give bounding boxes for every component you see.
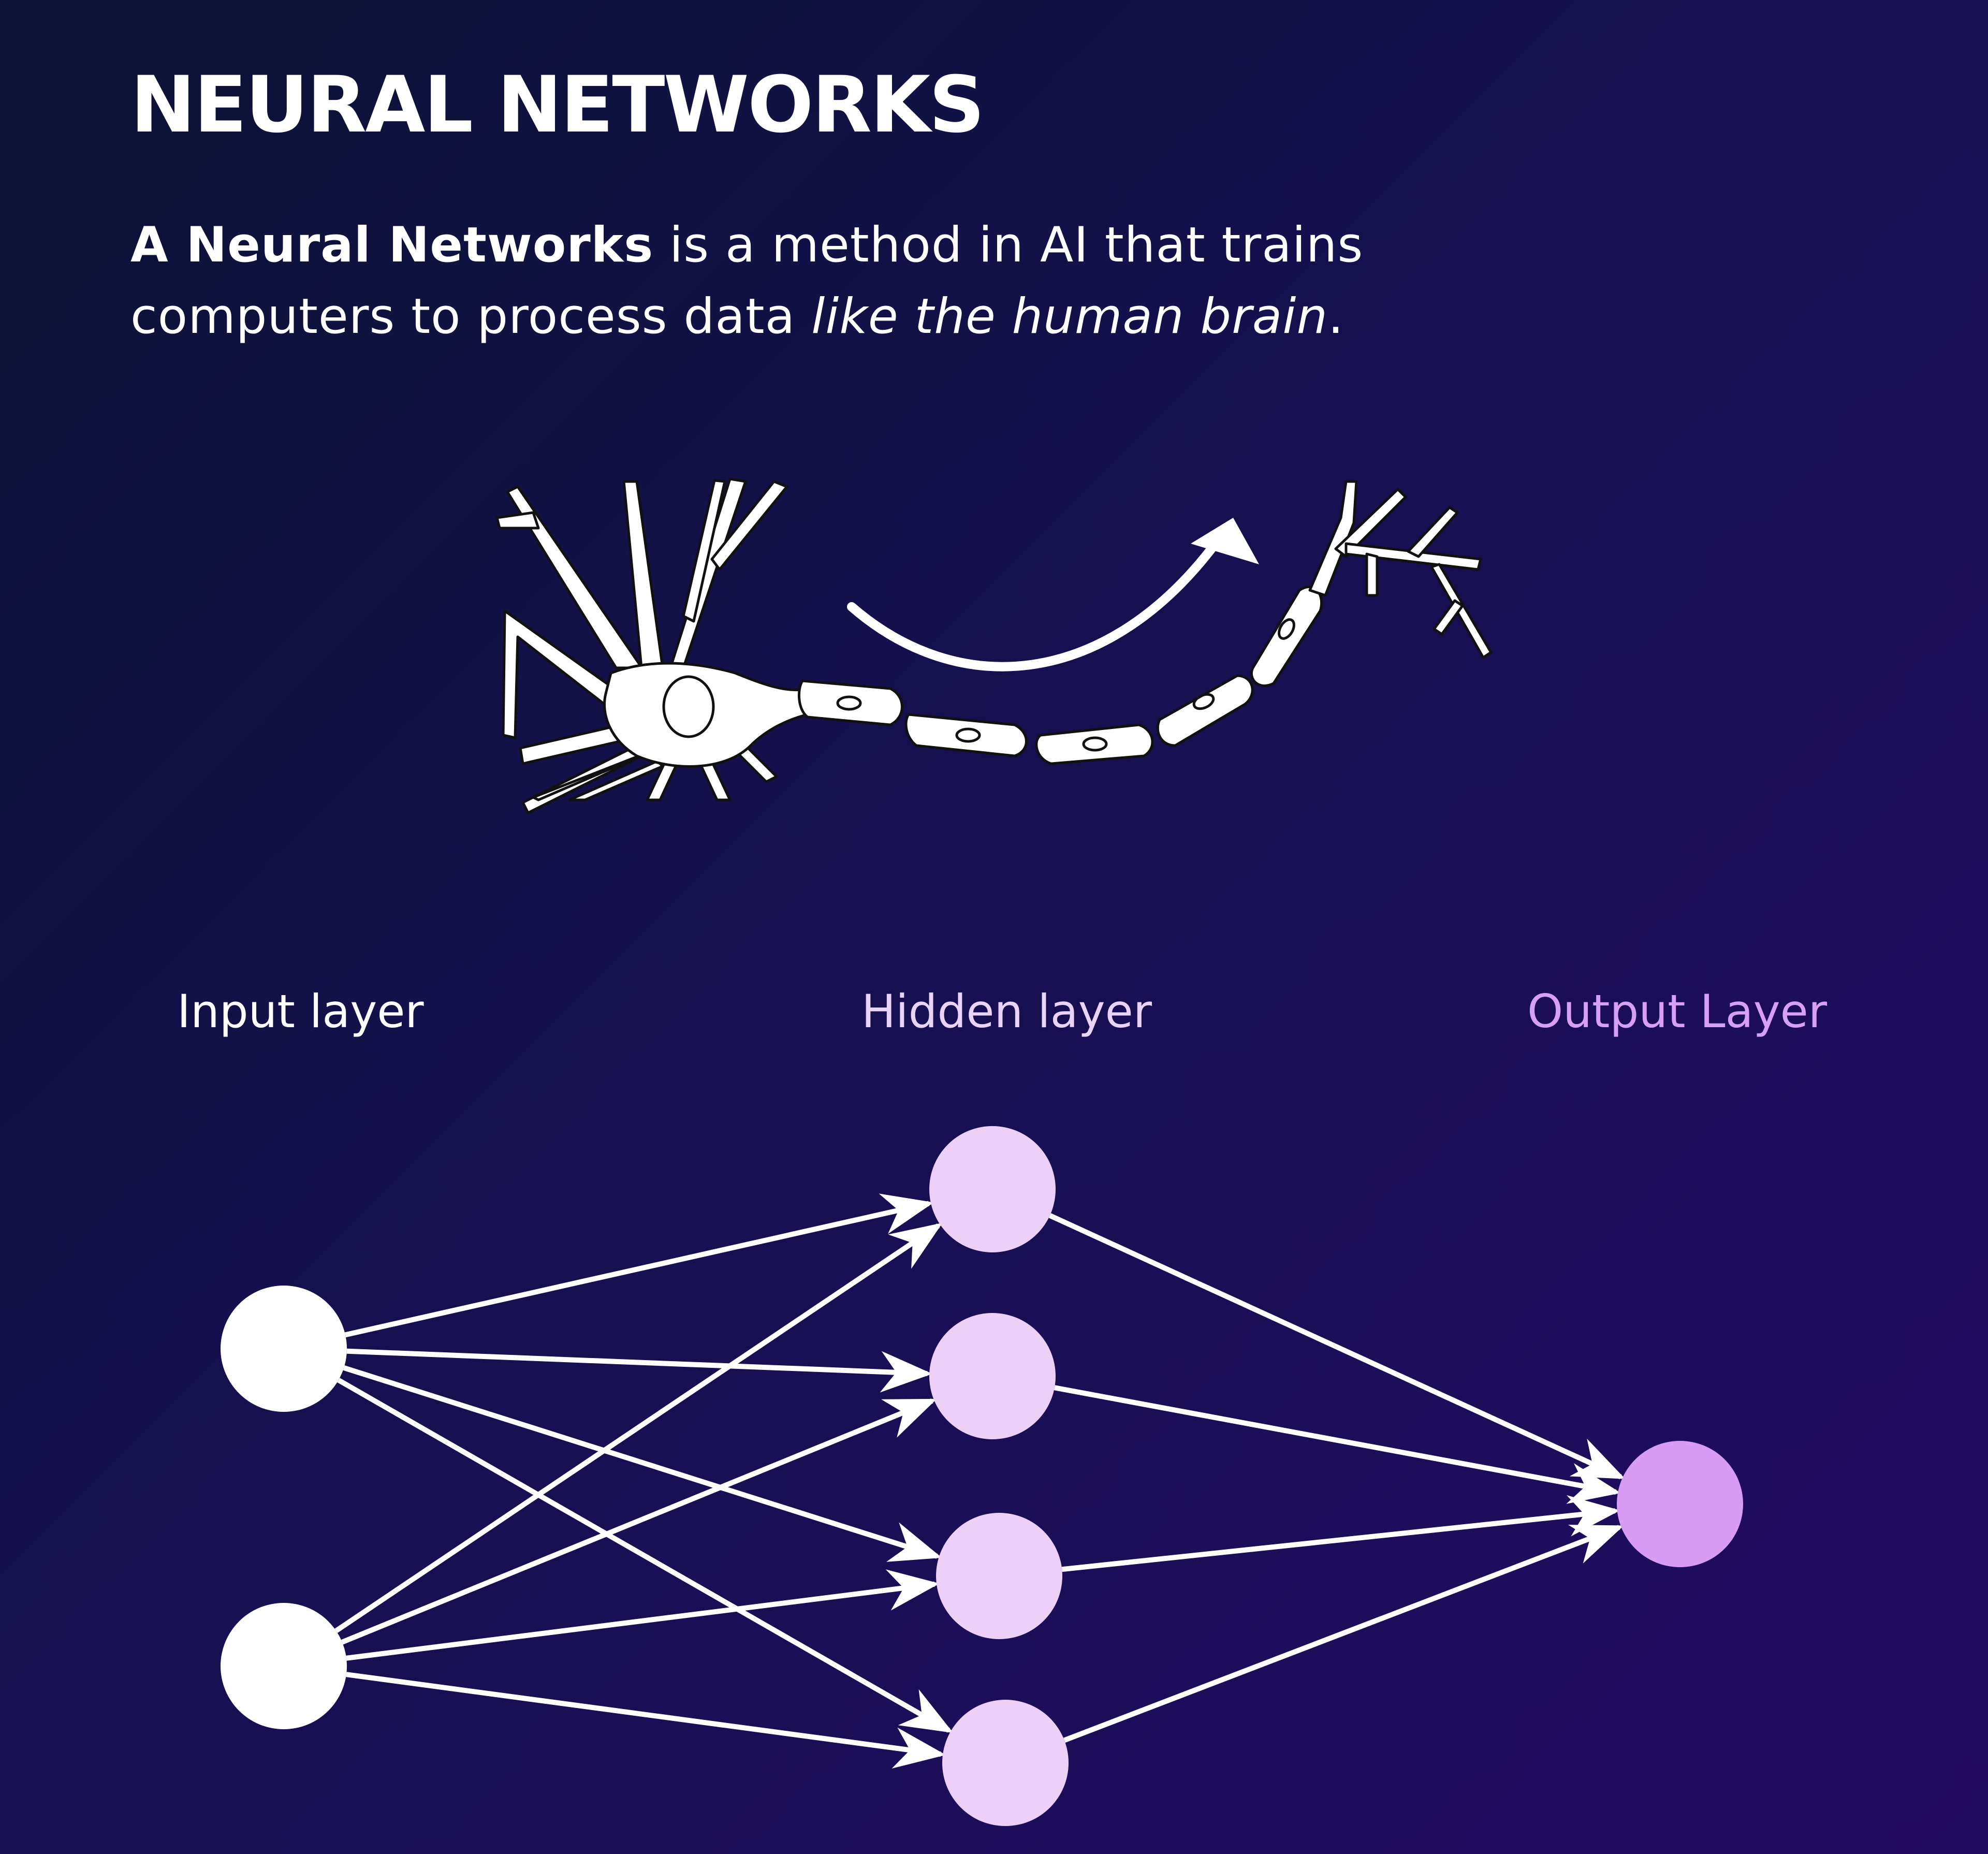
intro-text: A Neural Networks is a method in AI that… <box>130 210 1528 353</box>
hidden-node-2 <box>929 1313 1056 1439</box>
edge-input-2-hidden-4 <box>346 1672 946 1769</box>
input-node-1 <box>221 1286 347 1412</box>
edge-input-2-hidden-1 <box>334 1222 943 1633</box>
intro-part1: is a method in AI that trains computers … <box>130 217 1364 345</box>
edge-hidden-1-output-1 <box>1048 1213 1626 1480</box>
hidden-node-4 <box>942 1700 1069 1826</box>
edge-hidden-4-output-1 <box>1063 1525 1624 1743</box>
hidden-layer-label: Hidden layer <box>861 985 1152 1038</box>
page-title: NEURAL NETWORKS <box>130 60 985 150</box>
edge-input-2-hidden-3 <box>346 1569 940 1661</box>
edge-hidden-3-output-1 <box>1061 1495 1620 1572</box>
input-layer-label: Input layer <box>177 985 424 1038</box>
intro-part2: . <box>1328 288 1344 345</box>
edge-input-2-hidden-2 <box>341 1398 937 1645</box>
input-node-2 <box>221 1603 347 1729</box>
edge-input-1-hidden-1 <box>344 1193 934 1338</box>
edge-input-1-hidden-4 <box>337 1378 954 1733</box>
hidden-node-1 <box>929 1126 1056 1252</box>
output-node-1 <box>1617 1441 1743 1567</box>
intro-bold: A Neural Networks <box>130 217 654 273</box>
edge-input-1-hidden-2 <box>346 1348 933 1393</box>
edge-hidden-2-output-1 <box>1054 1385 1621 1504</box>
intro-italic: like the human brain <box>811 288 1328 345</box>
hidden-node-3 <box>936 1513 1062 1639</box>
edge-input-1-hidden-3 <box>343 1365 942 1562</box>
output-layer-label: Output Layer <box>1527 985 1828 1038</box>
